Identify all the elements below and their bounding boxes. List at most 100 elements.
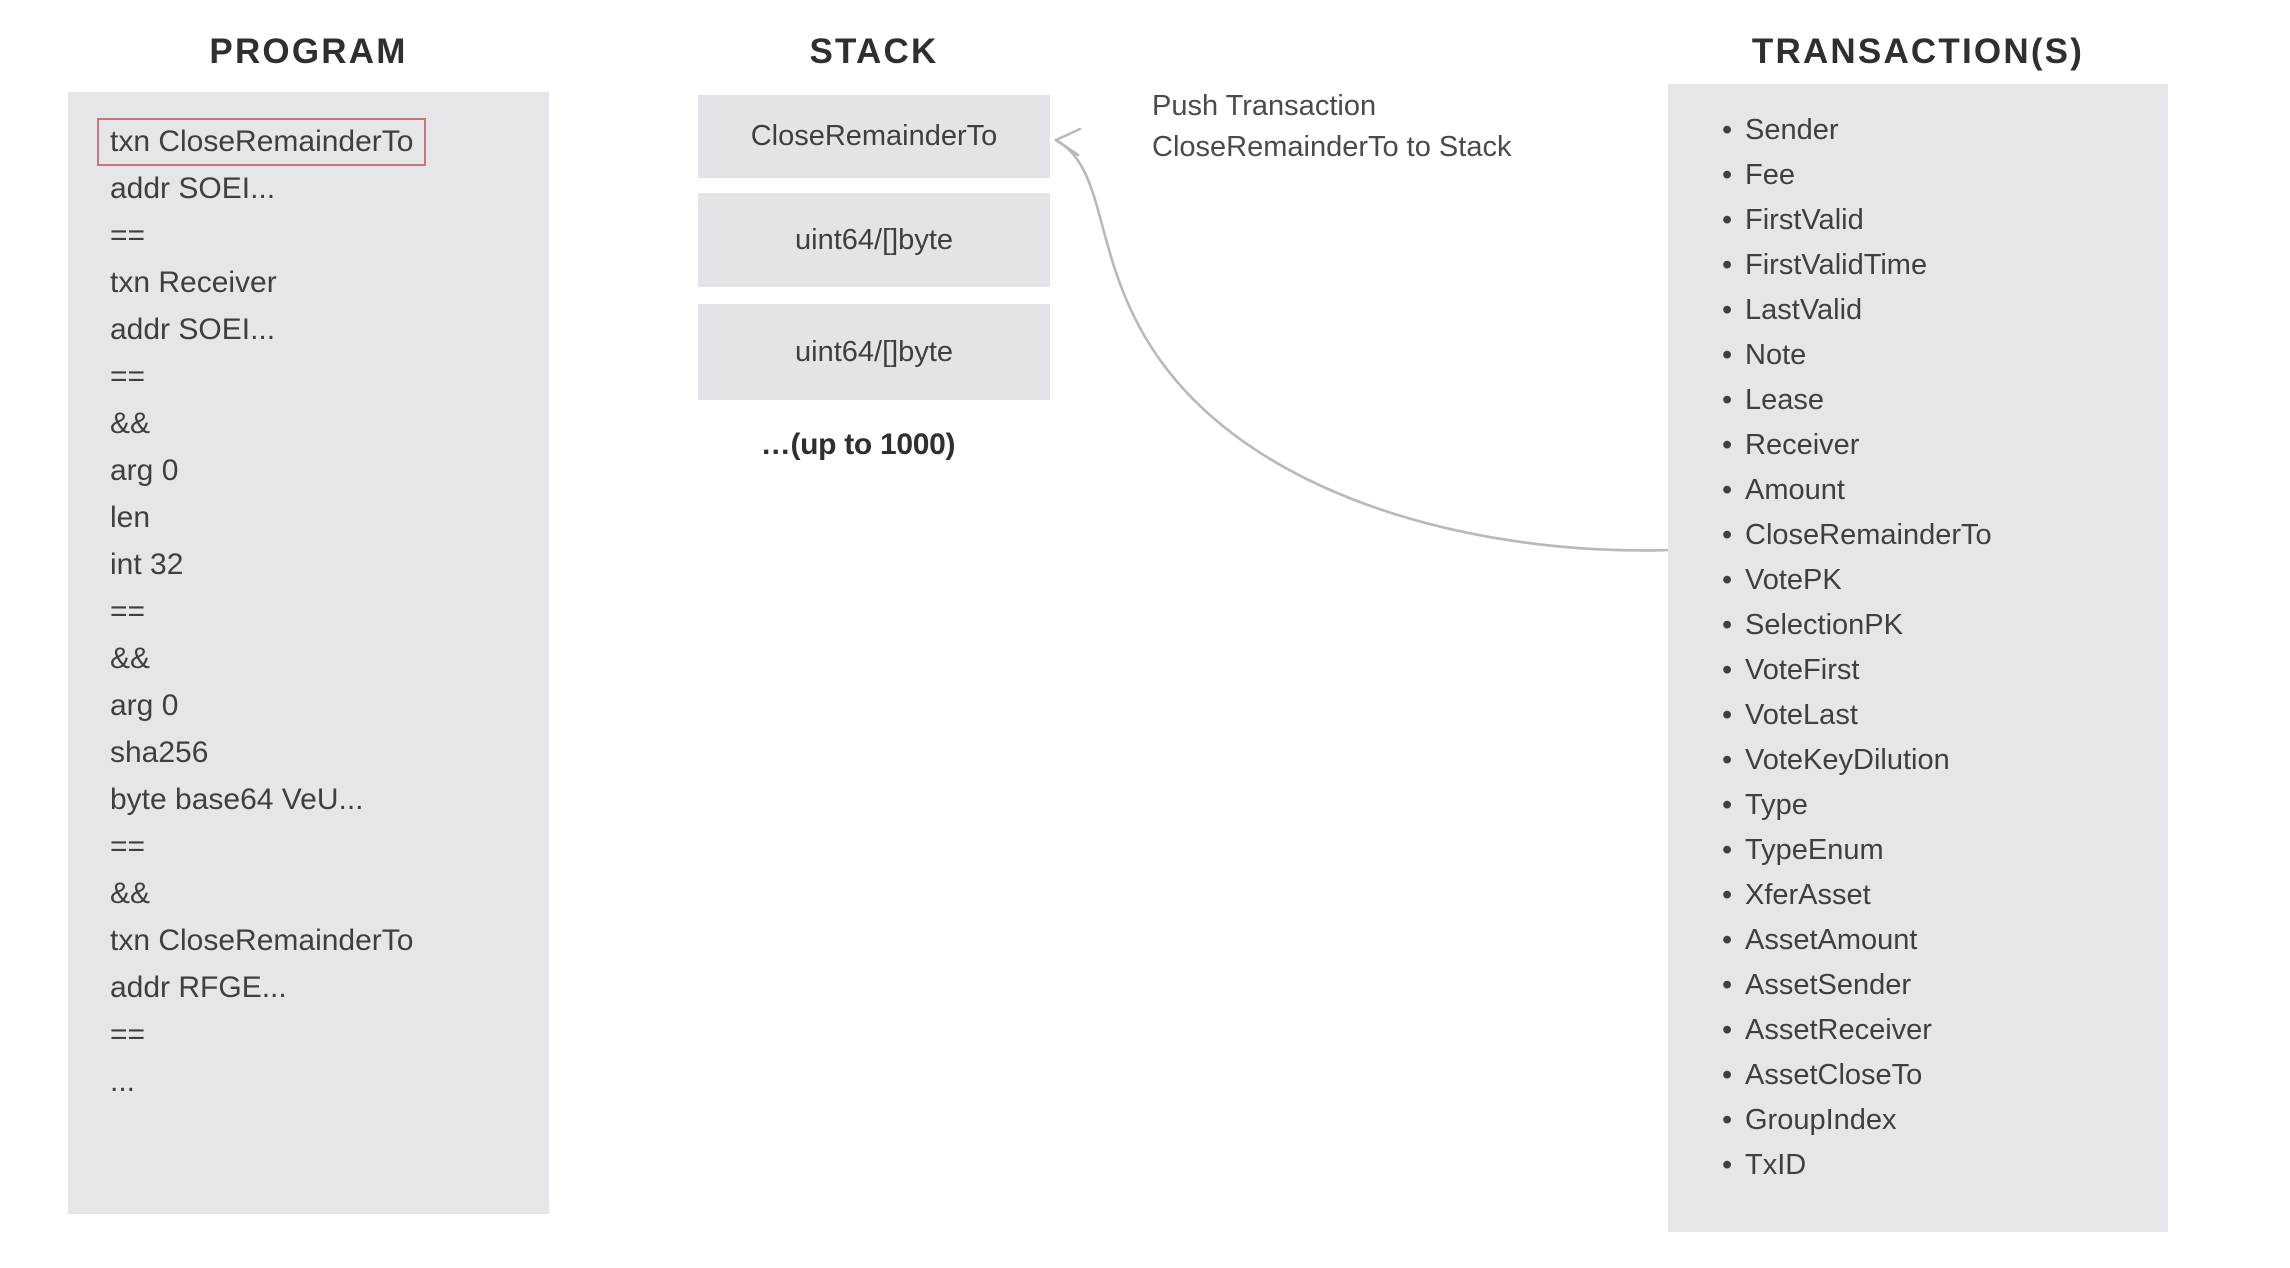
transaction-field-label: AssetSender bbox=[1745, 969, 1912, 1001]
transactions-column-title: TRANSACTION(S) bbox=[1751, 32, 2085, 71]
transaction-field-label: SelectionPK bbox=[1745, 609, 1903, 641]
program-column-title: PROGRAM bbox=[209, 32, 408, 71]
program-line: byte base64 VeU... bbox=[110, 776, 539, 823]
program-line-label: int 32 bbox=[110, 548, 184, 581]
transaction-field-item: • TxID bbox=[1722, 1143, 2160, 1188]
bullet-icon: • bbox=[1722, 159, 1733, 191]
transaction-field-item: •FirstValidTime bbox=[1722, 243, 2160, 288]
stack-frame-bottom: uint64/[]byte bbox=[698, 304, 1050, 400]
program-line: txn CloseRemainderTo bbox=[110, 917, 539, 964]
program-line-label: == bbox=[110, 360, 146, 393]
transaction-field-item: •FirstValid bbox=[1722, 198, 2160, 243]
bullet-icon: • bbox=[1722, 204, 1733, 236]
transaction-field-item: • LastValid bbox=[1722, 288, 2160, 333]
transaction-field-item: •AssetAmount bbox=[1722, 918, 2160, 963]
transaction-field-label: FirstValidTime bbox=[1745, 249, 1928, 281]
bullet-icon: • bbox=[1722, 339, 1733, 371]
stack-column-title: STACK bbox=[809, 32, 939, 71]
program-line: && bbox=[110, 870, 539, 917]
bullet-icon: • bbox=[1722, 744, 1733, 776]
bullet-icon: • bbox=[1722, 879, 1733, 911]
program-line-label: addr SOEI... bbox=[110, 313, 276, 346]
program-line-label: addr RFGE... bbox=[110, 971, 287, 1004]
stack-capacity-note: …(up to 1000) bbox=[760, 428, 956, 461]
program-instruction-list: txn CloseRemainderTo addr SOEI... == txn Re… bbox=[97, 118, 539, 1105]
bullet-icon: • bbox=[1722, 654, 1733, 686]
program-line-label: byte base64 VeU... bbox=[110, 783, 364, 816]
annotation-line-2: CloseRemainderTo to Stack bbox=[1152, 131, 1512, 163]
program-line: == bbox=[110, 588, 539, 635]
transaction-field-label: GroupIndex bbox=[1745, 1104, 1897, 1136]
bullet-icon: • bbox=[1722, 114, 1733, 146]
transaction-field-item: • Amount bbox=[1722, 468, 2160, 513]
program-line-label: sha256 bbox=[110, 736, 209, 769]
transaction-field-item: • GroupIndex bbox=[1722, 1098, 2160, 1143]
transaction-field-label: VoteKeyDilution bbox=[1745, 744, 1950, 776]
program-line-label: == bbox=[110, 219, 146, 252]
program-line-label: && bbox=[110, 407, 151, 440]
program-line-label: == bbox=[110, 830, 146, 863]
program-line-label: && bbox=[110, 877, 151, 910]
program-line-label: == bbox=[110, 1018, 146, 1051]
bullet-icon: • bbox=[1722, 1104, 1733, 1136]
stack-frame-top: CloseRemainderTo bbox=[698, 95, 1050, 178]
bullet-icon: • bbox=[1722, 834, 1733, 866]
program-line-label: arg 0 bbox=[110, 454, 179, 487]
transaction-field-label: TxID bbox=[1745, 1149, 1807, 1181]
transaction-field-label: Type bbox=[1745, 789, 1808, 821]
program-line: && bbox=[110, 400, 539, 447]
transaction-field-item: • AssetSender bbox=[1722, 963, 2160, 1008]
transaction-field-label: VoteFirst bbox=[1745, 654, 1860, 686]
bullet-icon: • bbox=[1722, 789, 1733, 821]
transaction-field-label: Receiver bbox=[1745, 429, 1860, 461]
transaction-field-label: VoteLast bbox=[1745, 699, 1858, 731]
transaction-field-item: •Fee bbox=[1722, 153, 2160, 198]
bullet-icon: • bbox=[1722, 699, 1733, 731]
program-line: addr RFGE... bbox=[110, 964, 539, 1011]
bullet-icon: • bbox=[1722, 609, 1733, 641]
transaction-field-label: XferAsset bbox=[1745, 879, 1871, 911]
transaction-field-label: CloseRemainderTo bbox=[1745, 519, 1992, 551]
program-line-label: && bbox=[110, 642, 151, 675]
program-line: arg 0 bbox=[110, 447, 539, 494]
transaction-field-item: • SelectionPK bbox=[1722, 603, 2160, 648]
program-line: txn Receiver bbox=[110, 259, 539, 306]
program-line: == bbox=[110, 1011, 539, 1058]
transaction-field-label: VotePK bbox=[1745, 564, 1842, 596]
transaction-field-label: LastValid bbox=[1745, 294, 1863, 326]
transaction-field-item: • XferAsset bbox=[1722, 873, 2160, 918]
program-line: sha256 bbox=[110, 729, 539, 776]
bullet-icon: • bbox=[1722, 1014, 1733, 1046]
transaction-field-label: Amount bbox=[1745, 474, 1845, 506]
program-line: len bbox=[110, 494, 539, 541]
transaction-field-label: Note bbox=[1745, 339, 1807, 371]
program-line: addr SOEI... bbox=[110, 306, 539, 353]
program-line: ... bbox=[110, 1058, 539, 1105]
program-line: addr SOEI... bbox=[110, 165, 539, 212]
program-line-label: txn CloseRemainderTo bbox=[110, 924, 414, 957]
transaction-field-item: • VoteFirst bbox=[1722, 648, 2160, 693]
program-line: txn CloseRemainderTo bbox=[97, 118, 539, 166]
program-line-label: addr SOEI... bbox=[110, 172, 276, 205]
stack-frame-middle: uint64/[]byte bbox=[698, 193, 1050, 287]
program-line: == bbox=[110, 353, 539, 400]
bullet-icon: • bbox=[1722, 1149, 1733, 1181]
bullet-icon: • bbox=[1722, 969, 1733, 1001]
transaction-field-item: •Sender bbox=[1722, 108, 2160, 153]
stack-frame-label: uint64/[]byte bbox=[795, 223, 953, 256]
program-line: int 32 bbox=[110, 541, 539, 588]
transaction-field-list: •Sender•Fee•FirstValid•FirstValidTime•La… bbox=[1722, 108, 2160, 1188]
program-line-label: len bbox=[110, 501, 151, 534]
program-line-label: == bbox=[110, 595, 146, 628]
transaction-field-label: AssetCloseTo bbox=[1745, 1059, 1923, 1091]
annotation-line-1: Push Transaction bbox=[1152, 90, 1377, 122]
bullet-icon: • bbox=[1722, 474, 1733, 506]
program-line-label: arg 0 bbox=[110, 689, 179, 722]
transaction-field-item: •Receiver bbox=[1722, 423, 2160, 468]
bullet-icon: • bbox=[1722, 384, 1733, 416]
transaction-field-label: TypeEnum bbox=[1745, 834, 1884, 866]
bullet-icon: • bbox=[1722, 1059, 1733, 1091]
transaction-field-item: • TypeEnum bbox=[1722, 828, 2160, 873]
program-line-label: txn Receiver bbox=[110, 266, 277, 299]
bullet-icon: • bbox=[1722, 294, 1733, 326]
